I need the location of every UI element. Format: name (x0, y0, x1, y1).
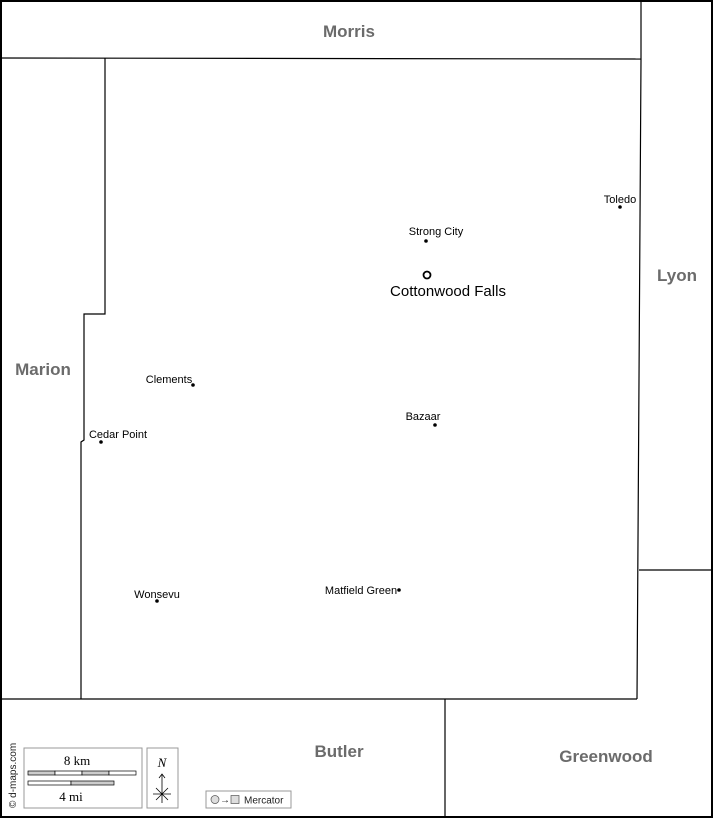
city-label-wonsevu: Wonsevu (134, 589, 180, 601)
projection-box: → Mercator (205, 790, 292, 809)
county-label-butler: Butler (314, 742, 364, 761)
county-label-lyon: Lyon (657, 266, 697, 285)
city-label-cedar-point: Cedar Point (89, 429, 147, 441)
city-dot-clements (191, 383, 195, 387)
county-label-marion: Marion (15, 360, 71, 379)
morris-border (0, 57, 642, 60)
city-label-cottonwood-falls: Cottonwood Falls (390, 283, 506, 300)
city-label-bazaar: Bazaar (406, 411, 441, 423)
scale-mi-label: 4 mi (59, 789, 83, 804)
north-label: N (157, 755, 168, 770)
scale-km-label: 8 km (64, 753, 90, 768)
scale-bar: 8 km 4 mi (23, 747, 143, 809)
chase-west-border (80, 58, 106, 699)
county-seat-marker (422, 270, 432, 280)
credit-text: © d-maps.com (8, 743, 19, 808)
city-label-clements: Clements (146, 374, 193, 386)
city-dot-matfield-green (397, 588, 401, 592)
city-dot-toledo (618, 205, 622, 209)
county-label-morris: Morris (323, 22, 375, 41)
compass-icon (153, 773, 171, 803)
city-dot-bazaar (433, 423, 437, 427)
city-label-matfield-green: Matfield Green (325, 585, 397, 597)
north-arrow: N (146, 747, 179, 809)
projection-label: Mercator (244, 796, 284, 807)
globe-icon (210, 795, 220, 804)
city-dot-cedar-point (99, 440, 103, 444)
map-square-icon (230, 795, 240, 804)
city-dot-wonsevu (155, 599, 159, 603)
city-label-toledo: Toledo (604, 194, 636, 206)
county-label-greenwood: Greenwood (559, 747, 653, 766)
city-dot-strong-city (424, 239, 428, 243)
city-label-strong-city: Strong City (409, 226, 464, 238)
chase-east-border (636, 0, 642, 700)
arrow-icon: → (220, 795, 230, 806)
